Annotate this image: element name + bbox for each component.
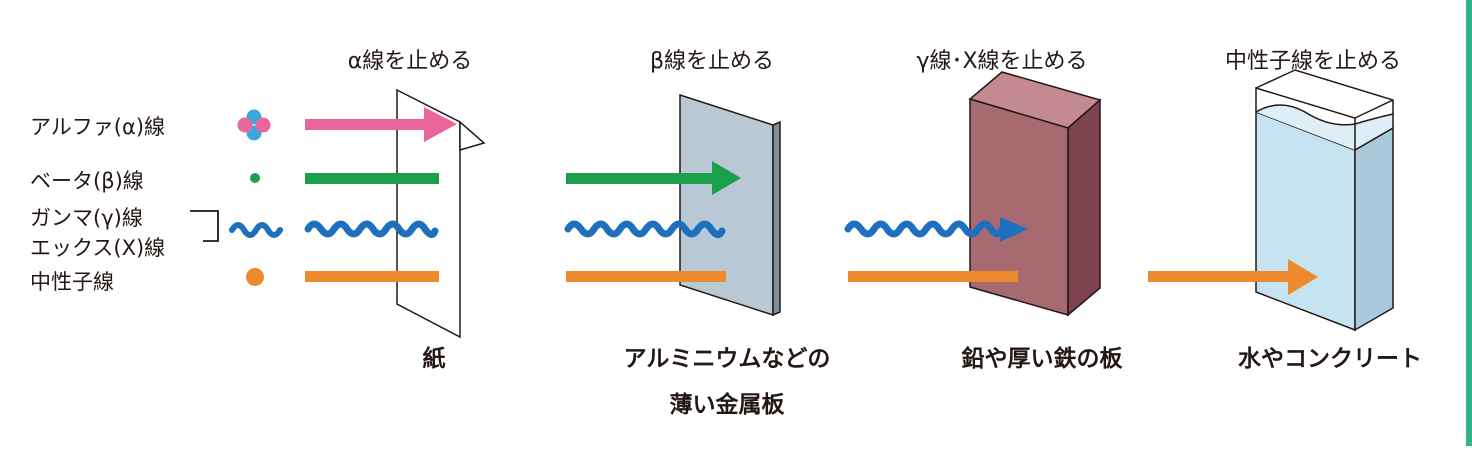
radiation-label-beta: ベータ(β)線: [30, 169, 144, 193]
gamma-x-bracket: [190, 210, 219, 242]
neutron-beam-segment-4: [1148, 259, 1318, 295]
barrier-heading-neutron: 中性子線を止める: [1225, 49, 1401, 74]
aluminium-barrier: [679, 93, 781, 317]
accent-bar: [1466, 0, 1472, 446]
material-caption-water: 水やコンクリート: [1238, 346, 1422, 372]
radiation-label-neutron: 中性子線: [30, 270, 114, 294]
gamma-wave-icon: [229, 222, 283, 238]
radiation-label-x: エックス(X)線: [30, 236, 165, 260]
neutron-particle-icon: [246, 268, 264, 286]
beta-beam-segment-1: [305, 173, 439, 184]
alpha-beam: [305, 107, 457, 142]
gamma-beam-segment-1: [304, 220, 439, 238]
gamma-beam-segment-2: [564, 220, 726, 238]
radiation-label-alpha: アルファ(α)線: [30, 115, 165, 139]
lead-barrier: [968, 71, 1102, 317]
neutron-beam-segment-3: [848, 271, 1018, 282]
beta-particle-icon: [250, 173, 260, 183]
gamma-beam-segment-3: [844, 217, 1028, 242]
barrier-heading-beta: β線を止める: [650, 49, 774, 74]
alpha-particle-icon: [237, 109, 271, 141]
radiation-label-gamma: ガンマ(γ)線: [30, 206, 143, 230]
material-caption-paper: 紙: [423, 345, 446, 372]
barrier-heading-alpha: α線を止める: [348, 49, 473, 74]
barrier-heading-gamma-x: γ線･X線を止める: [916, 49, 1087, 74]
neutron-beam-segment-2: [566, 271, 726, 282]
material-caption-lead: 鉛や厚い鉄の板: [962, 345, 1124, 372]
beta-beam-segment-2: [566, 161, 741, 195]
water-tank-barrier: [1255, 69, 1394, 332]
material-caption-aluminium-line-1: アルミニウムなどの: [624, 346, 831, 372]
neutron-beam-segment-1: [305, 271, 439, 282]
material-caption-aluminium-line-2: 薄い金属板: [670, 391, 786, 418]
